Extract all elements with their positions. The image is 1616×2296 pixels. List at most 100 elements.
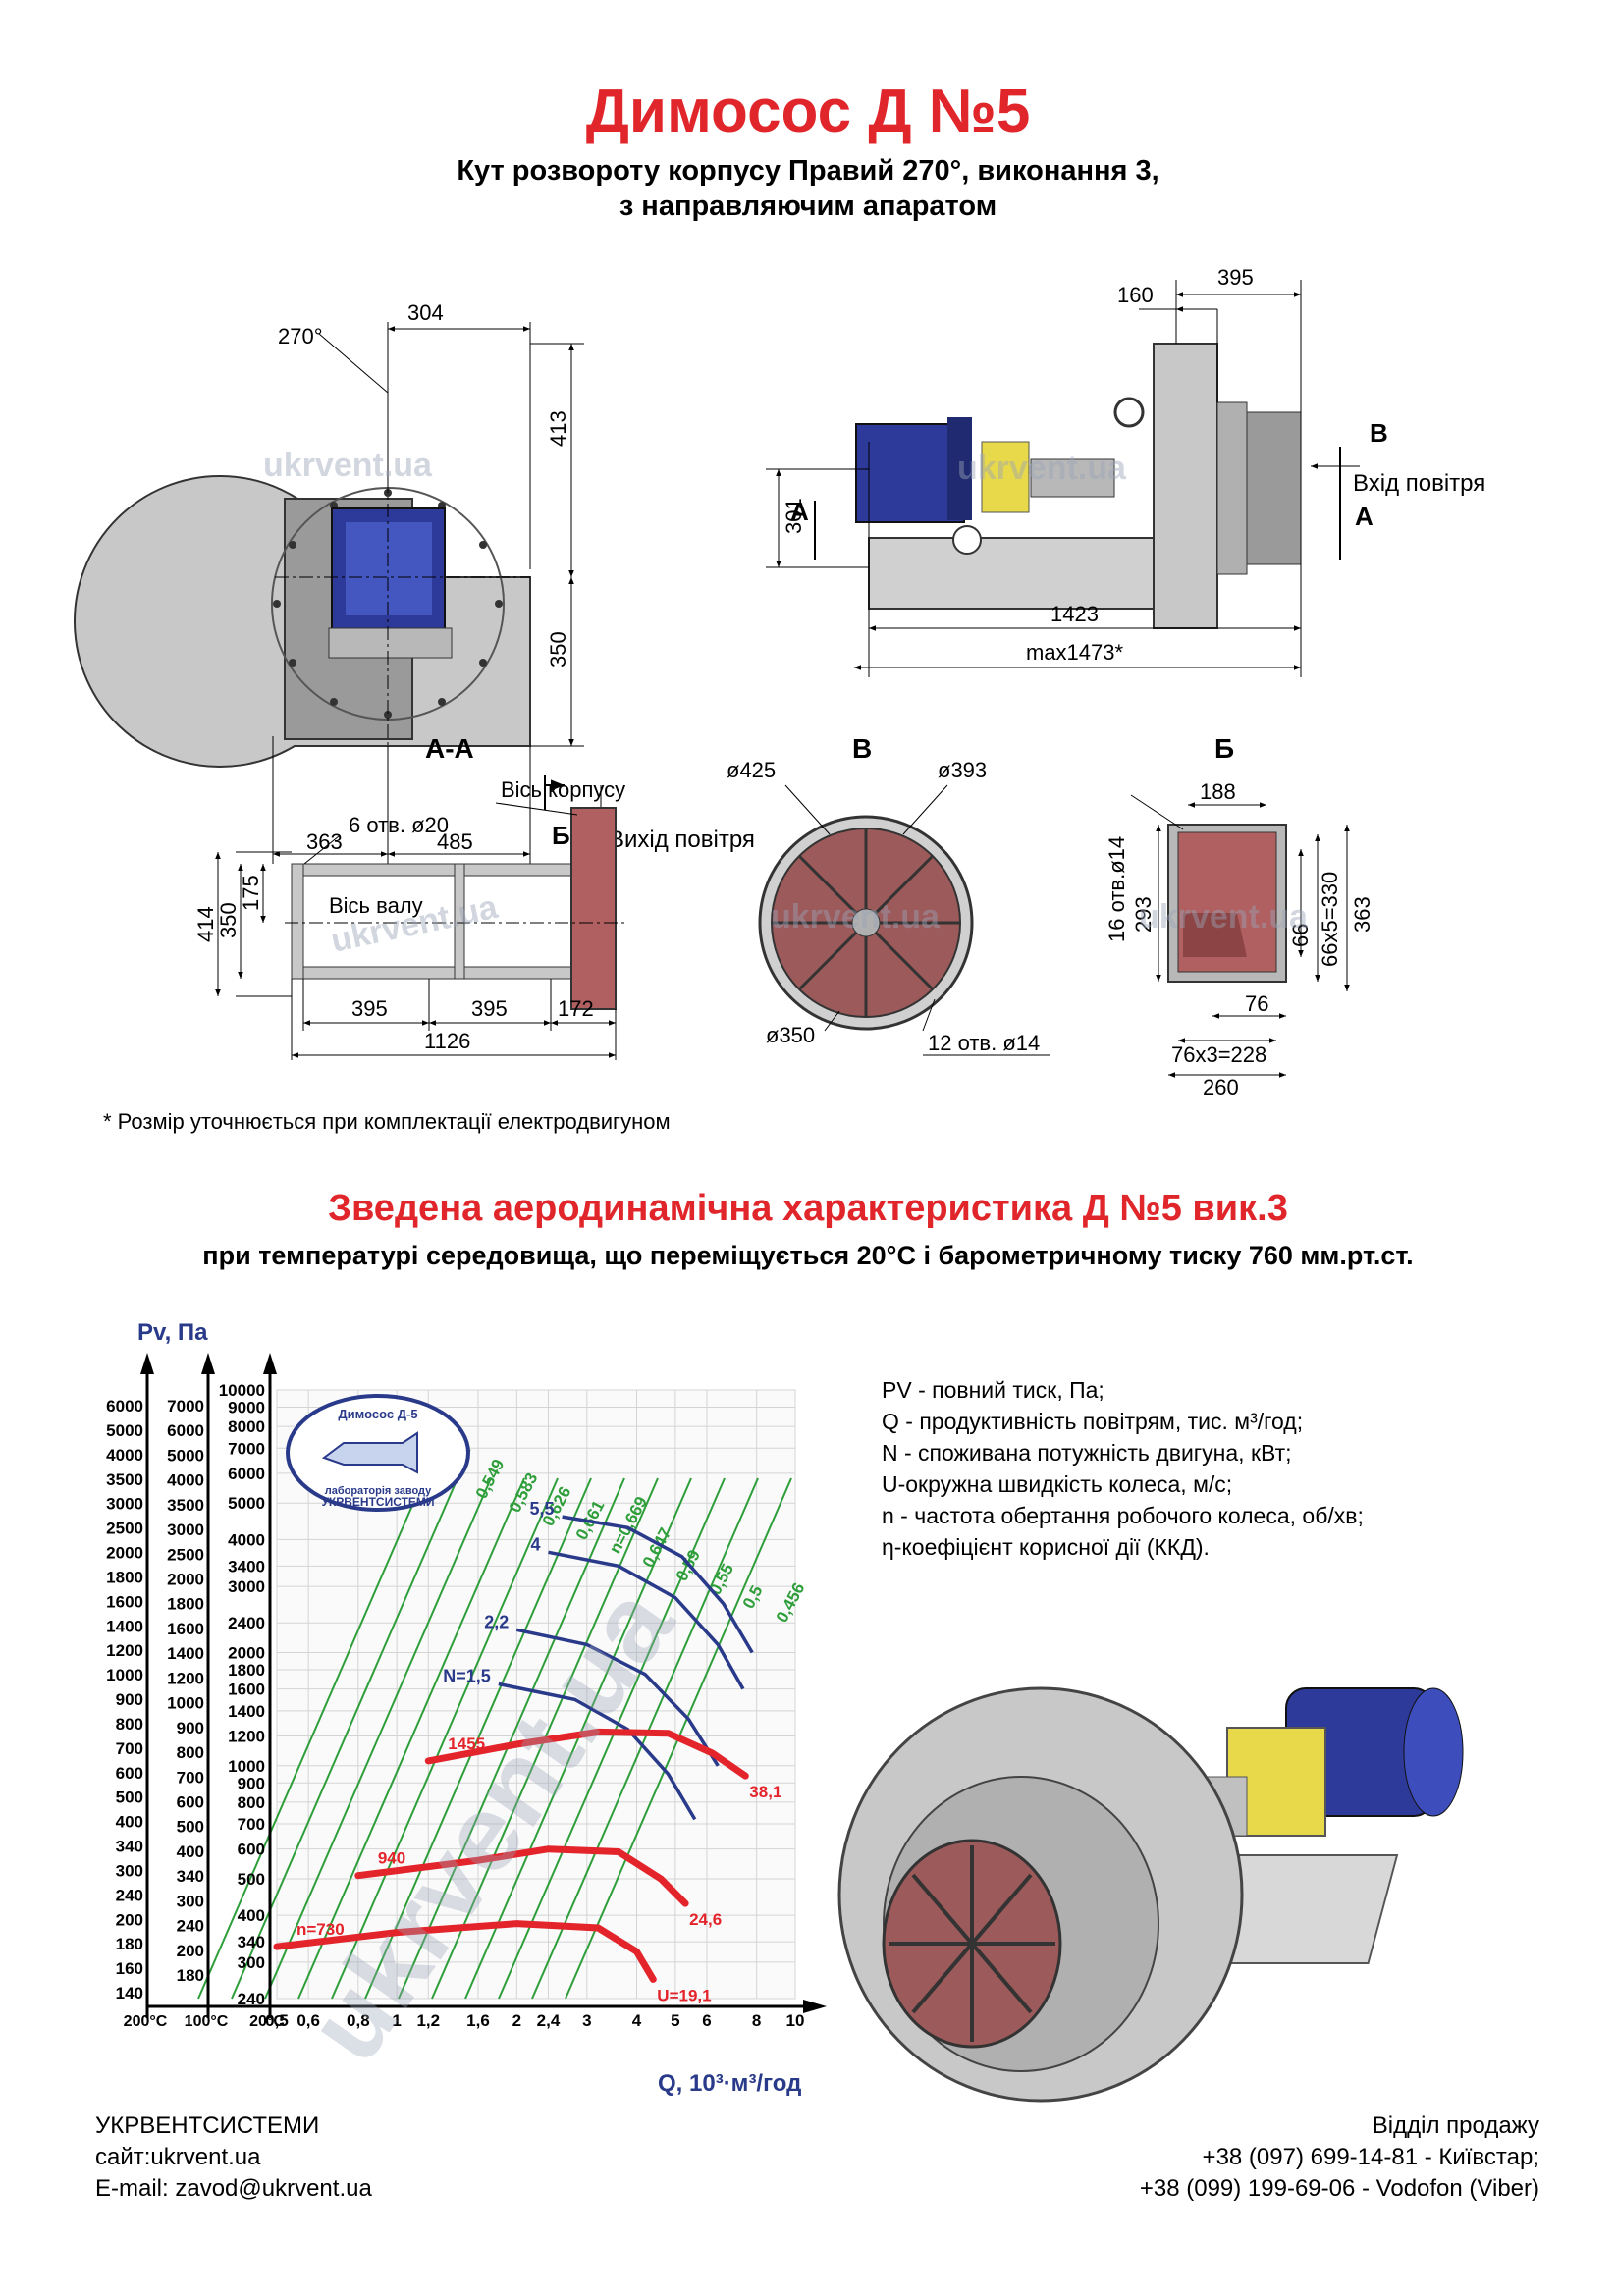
x-tick-label: 1,6 (466, 2011, 490, 2030)
y-tick-100c: 300 (177, 1892, 204, 1910)
side-view: 301 А 395 160 1423 max1473* В Вхід повіт… (766, 265, 1485, 677)
y-tick-20c: 300 (238, 1953, 265, 1972)
footer-site[interactable]: сайт:ukrvent.ua (95, 2144, 261, 2170)
y-axis-arrow (201, 1353, 215, 1374)
outlet-label: Вихід повітря (609, 827, 755, 853)
inlet-label: Вхід повітря (1353, 470, 1485, 497)
y-tick-20c: 4000 (228, 1530, 265, 1549)
footer-phone-2[interactable]: +38 (099) 199-69-06 - Vodofon (Viber) (1139, 2175, 1539, 2202)
dim-413: 413 (546, 410, 570, 447)
y-tick-20c: 1400 (228, 1702, 265, 1721)
y-tick-20c: 400 (238, 1906, 265, 1925)
watermark-v: ukrvent.ua (771, 898, 941, 935)
aa-dim-414: 414 (193, 906, 218, 942)
y-tick-20c: 8000 (228, 1417, 265, 1436)
speed-label: 1455 (448, 1735, 485, 1753)
axis-temp-label: 200°С (124, 2013, 168, 2030)
footer-email[interactable]: E-mail: zavod@ukrvent.ua (95, 2175, 372, 2202)
front-view: 270° 304 413 350 363 485 Б Вихід повітря (74, 300, 755, 864)
y-tick-200c: 600 (116, 1764, 143, 1783)
y-tick-20c: 3000 (228, 1577, 265, 1596)
y-tick-200c: 6000 (106, 1397, 143, 1415)
speed-end-label: 24,6 (689, 1910, 722, 1929)
y-tick-100c: 400 (177, 1842, 204, 1861)
power-label: N=1,5 (443, 1667, 491, 1686)
x-tick-label: 3 (582, 2011, 591, 2030)
dim-max1473: max1473* (1026, 640, 1124, 665)
legend-item: N - споживана потужність двигуна, кВт; (882, 1440, 1292, 1466)
page-subtitle-2: з направляючим апаратом (619, 190, 997, 222)
x-tick-label: 4 (632, 2011, 642, 2030)
y-tick-100c: 1000 (167, 1694, 204, 1713)
footer-sales: Відділ продажу (1372, 2112, 1539, 2139)
aa-dim-172: 172 (558, 996, 594, 1021)
dim-1423: 1423 (1050, 602, 1099, 626)
section-b-title: Б (1214, 733, 1234, 764)
x-tick-label: 6 (702, 2011, 711, 2030)
fan-render: ukrvent.ua (837, 1632, 1464, 2103)
chart-section-title: Зведена аеродинамічна характеристика Д №… (328, 1188, 1288, 1229)
y-tick-20c: 5000 (228, 1494, 265, 1513)
dim-350: 350 (546, 631, 570, 667)
y-tick-20c: 800 (238, 1793, 265, 1812)
y-tick-100c: 180 (177, 1966, 204, 1985)
y-tick-100c: 5000 (167, 1446, 204, 1465)
power-curve (562, 1515, 754, 1654)
x-tick-label: 1 (392, 2011, 401, 2030)
v-d425: ø425 (727, 758, 776, 782)
y-tick-100c: 2500 (167, 1545, 204, 1564)
y-tick-100c: 2000 (167, 1571, 204, 1589)
power-label: 4 (530, 1534, 540, 1554)
y-axis-arrow (263, 1353, 277, 1374)
efficiency-line (197, 1477, 425, 2000)
y-tick-100c: 200 (177, 1942, 204, 1960)
section-aa-title: А-А (425, 733, 474, 764)
b-dim-66x5: 66x5=330 (1318, 872, 1342, 967)
y-tick-200c: 340 (116, 1838, 143, 1856)
b-dim-293: 293 (1131, 896, 1156, 933)
power-label: 2,2 (484, 1612, 509, 1631)
aa-dim-350: 350 (216, 902, 241, 938)
y-tick-200c: 1200 (106, 1641, 143, 1660)
y-tick-200c: 3500 (106, 1470, 143, 1489)
y-tick-100c: 800 (177, 1743, 204, 1762)
legend-item: PV - повний тиск, Па; (882, 1377, 1104, 1403)
section-b-mark: Б (552, 821, 570, 850)
section-v: В ø425 ø393 ø350 12 отв. ø14 (727, 733, 1050, 1056)
y-tick-200c: 700 (116, 1739, 143, 1758)
y-tick-100c: 340 (177, 1867, 204, 1886)
b-holes: 16 отв.ø14 (1104, 836, 1129, 942)
power-label: 5,5 (530, 1499, 555, 1519)
page-title: Димосос Д №5 (585, 78, 1031, 145)
v-d393: ø393 (938, 758, 987, 782)
b-dim-76x3: 76x3=228 (1171, 1042, 1266, 1067)
b-dim-363: 363 (1350, 896, 1374, 933)
speed-end-label: U=19,1 (657, 1986, 711, 2004)
y-tick-100c: 600 (177, 1792, 204, 1811)
y-axis-arrow (140, 1353, 154, 1374)
y-tick-20c: 9000 (228, 1399, 265, 1417)
y-tick-100c: 1800 (167, 1595, 204, 1614)
watermark-b: ukrvent.ua (1139, 898, 1309, 935)
footer-phone-1[interactable]: +38 (097) 699-14-81 - Київстар; (1202, 2144, 1539, 2170)
y-tick-200c: 400 (116, 1813, 143, 1832)
y-tick-100c: 1200 (167, 1669, 204, 1687)
footer-left: УКРВЕНТСИСТЕМИ сайт:ukrvent.ua E-mail: z… (95, 2110, 372, 2205)
y-tick-200c: 160 (116, 1959, 143, 1978)
logo-title: Димосос Д-5 (338, 1407, 417, 1421)
section-a-mark-right: А (1355, 502, 1374, 531)
x-tick-label: 5 (671, 2011, 679, 2030)
y-tick-200c: 240 (116, 1886, 143, 1904)
y-tick-20c: 500 (238, 1870, 265, 1889)
speed-end-label: 38,1 (749, 1783, 781, 1801)
aa-dim-395-2: 395 (471, 996, 508, 1021)
y-tick-100c: 1600 (167, 1620, 204, 1638)
y-tick-100c: 1400 (167, 1644, 204, 1663)
efficiency-line (498, 1477, 726, 2000)
dim-485: 485 (437, 829, 473, 854)
footnote: * Розмір уточнюється при комплектації ел… (103, 1109, 671, 1134)
efficiency-line (364, 1477, 592, 2000)
y-tick-200c: 800 (116, 1715, 143, 1734)
